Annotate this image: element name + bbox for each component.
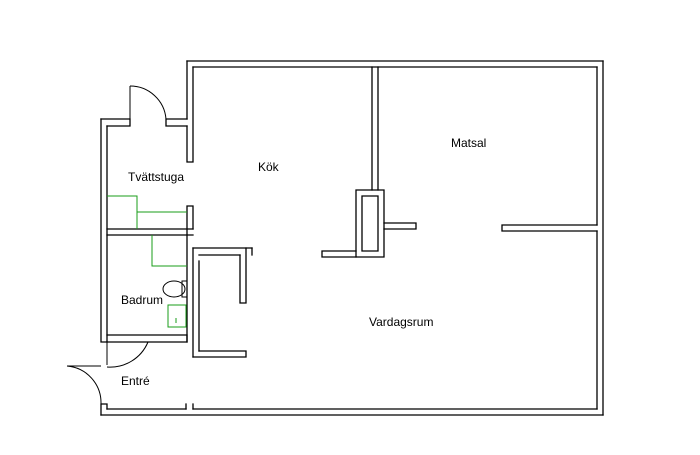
shaft-column — [355, 189, 385, 258]
kitchen-left-wall — [186, 60, 194, 163]
toilet-bowl — [162, 280, 186, 298]
dining-living-wall — [501, 224, 598, 232]
room-label-bathroom: Badrum — [121, 293, 163, 307]
room-label-dining: Matsal — [451, 136, 486, 150]
room-label-kitchen: Kök — [258, 160, 280, 174]
fixtures — [107, 195, 187, 328]
bath-right-wall — [186, 205, 194, 343]
entrance-inner-door-swing — [106, 341, 149, 368]
room-label-entrance: Entré — [121, 374, 150, 388]
living-left-wall-top — [192, 247, 253, 256]
kitchen-dining-wall — [371, 66, 379, 191]
outer-wall-top — [186, 60, 604, 68]
laundry-counter — [107, 195, 187, 229]
outer-wall-bottom-break — [185, 403, 194, 410]
bath-entrance-wall — [106, 334, 188, 343]
laundry-top-wall — [100, 118, 188, 127]
bath-shower-line — [151, 235, 187, 267]
toilet-icon — [162, 280, 188, 298]
kitchen-living-stub — [321, 250, 357, 258]
laundry-door-swing — [129, 85, 167, 120]
annex-left-wall — [100, 118, 108, 416]
walls — [100, 60, 604, 416]
living-left-wall-lower — [192, 350, 247, 358]
living-left-wall — [192, 247, 200, 358]
outer-wall-right — [596, 60, 604, 416]
outer-wall-bottom — [100, 408, 604, 416]
room-label-living: Vardagsrum — [369, 315, 433, 329]
room-label-laundry: Tvättstuga — [128, 170, 184, 184]
toilet-tank — [181, 280, 188, 298]
dining-wall-stub — [383, 222, 417, 230]
living-left-wall-stub — [239, 247, 253, 304]
entrance-door-swing — [66, 365, 102, 405]
doors — [66, 85, 167, 405]
laundry-bath-wall — [106, 228, 194, 236]
bath-sink — [167, 304, 187, 328]
